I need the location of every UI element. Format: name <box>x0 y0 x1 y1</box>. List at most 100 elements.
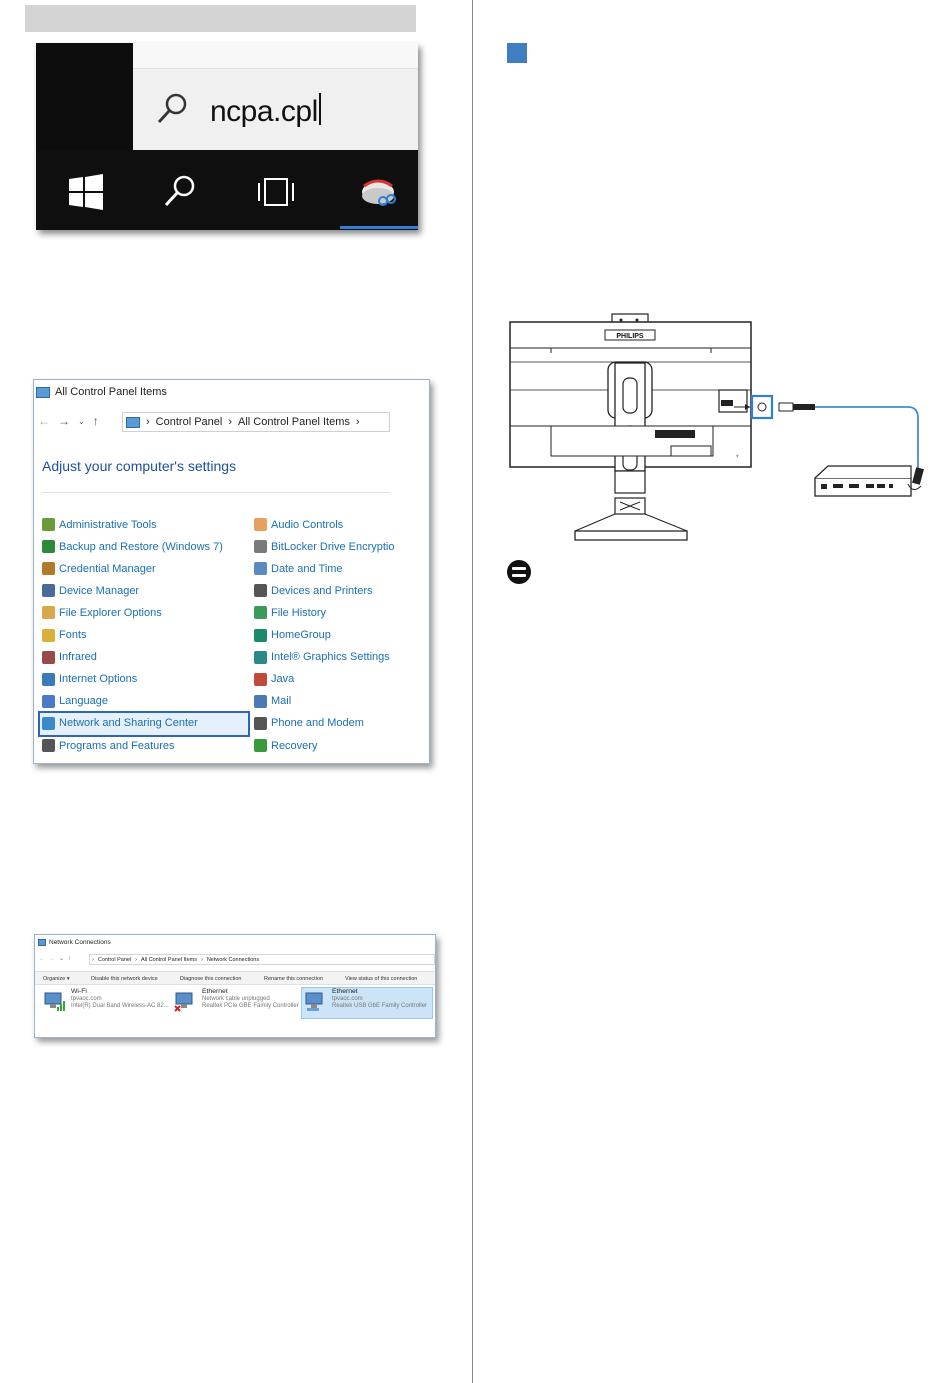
connection-ethernet-unplugged[interactable]: Ethernet Network cable unplugged Realtek… <box>174 988 302 1018</box>
connection-adapter: Realtek PCIe GBE Family Controller <box>202 1003 299 1009</box>
connection-name: Wi-Fi <box>71 988 87 995</box>
control-panel-item-label: HomeGroup <box>271 629 331 641</box>
search-icon[interactable] <box>160 172 200 212</box>
control-panel-item[interactable]: File History <box>254 606 326 620</box>
control-panel-item-icon <box>254 540 267 554</box>
up-arrow-icon[interactable]: ↑ <box>68 955 72 962</box>
breadcrumb-item[interactable]: Network Connections <box>206 956 260 963</box>
control-panel-icon <box>126 416 140 428</box>
monitor-connection-diagram: PHILIPS ♆ <box>509 313 924 541</box>
window-title: All Control Panel Items <box>36 386 167 398</box>
control-panel-item-label: Backup and Restore (Windows 7) <box>59 540 223 553</box>
control-panel-item-label: Device Manager <box>59 584 140 597</box>
control-panel-item[interactable]: Credential Manager <box>42 562 156 576</box>
control-panel-item[interactable]: Network and Sharing Center <box>42 716 198 730</box>
network-folder-icon <box>38 939 46 946</box>
connection-wifi[interactable]: Wi-Fi tpvaoc.com Intel(R) Dual Band Wire… <box>43 988 173 1018</box>
connection-network: Network cable unplugged <box>202 995 270 1002</box>
control-panel-item[interactable]: HomeGroup <box>254 628 331 642</box>
address-bar[interactable]: › Control Panel › All Control Panel Item… <box>89 954 435 965</box>
control-panel-item[interactable]: BitLocker Drive Encryptio <box>254 540 395 554</box>
control-panel-item[interactable]: Fonts <box>42 628 87 642</box>
network-adapter-icon <box>44 992 65 1011</box>
breadcrumb-item[interactable]: Control Panel <box>155 416 223 428</box>
control-panel-item-label: Programs and Features <box>59 739 175 752</box>
control-panel-item-icon <box>42 518 55 531</box>
control-panel-item[interactable]: Backup and Restore (Windows 7) <box>42 540 223 554</box>
usbc-port-highlight <box>750 394 774 420</box>
forward-arrow-icon[interactable]: → <box>58 414 70 428</box>
selected-connection-highlight <box>301 987 433 1019</box>
control-panel-item[interactable]: Date and Time <box>254 562 343 576</box>
control-panel-item[interactable]: Administrative Tools <box>42 518 157 531</box>
control-panel-item[interactable]: Phone and Modem <box>254 716 364 730</box>
control-panel-item-label: Date and Time <box>271 562 343 575</box>
control-panel-item[interactable]: Devices and Printers <box>254 584 373 598</box>
connection-adapter: Realtek USB GbE Family Controller <box>332 1003 428 1009</box>
control-panel-item-label: Mail <box>271 695 292 708</box>
control-panel-item[interactable]: Device Manager <box>42 584 140 598</box>
column-divider <box>472 0 473 1383</box>
control-panel-item-label: Devices and Printers <box>271 584 373 597</box>
forward-arrow-icon[interactable]: → <box>49 955 55 962</box>
control-panel-item[interactable]: Infrared <box>42 650 97 664</box>
back-arrow-icon[interactable]: ← <box>39 955 45 962</box>
text-caret <box>318 93 321 125</box>
control-panel-item[interactable]: Recovery <box>254 739 317 752</box>
control-panel-item[interactable]: File Explorer Options <box>42 606 162 620</box>
connection-network: tpvaoc.com <box>71 995 102 1002</box>
connection-ethernet-usb[interactable]: Ethernet tpvaoc.com Realtek USB GbE Fami… <box>304 988 434 1018</box>
control-panel-item-icon <box>42 672 55 686</box>
organize-button[interactable]: Organize ▾ <box>43 976 70 982</box>
control-panel-item[interactable]: Java <box>254 672 294 686</box>
control-panel-item[interactable]: Audio Controls <box>254 518 343 531</box>
control-panel-item-icon <box>42 650 55 664</box>
control-panel-item-icon <box>42 540 55 554</box>
control-panel-item-label: Credential Manager <box>59 562 156 575</box>
control-panel-icon <box>36 386 50 398</box>
connection-adapter: Intel(R) Dual Band Wireless-AC 82... <box>71 1003 169 1009</box>
address-bar[interactable]: › Control Panel › All Control Panel Item… <box>122 412 390 432</box>
control-panel-item[interactable]: Intel® Graphics Settings <box>254 650 390 664</box>
divider <box>42 492 390 493</box>
taskbar <box>36 150 418 230</box>
window-title: Network Connections <box>38 939 111 946</box>
search-input[interactable]: ncpa.cpl <box>210 93 321 129</box>
rename-button[interactable]: Rename this connection <box>264 976 324 982</box>
control-panel-item[interactable]: Internet Options <box>42 672 137 686</box>
windows-start-icon[interactable] <box>66 172 106 212</box>
control-panel-item-label: Language <box>59 695 108 708</box>
active-app-indicator <box>340 226 418 229</box>
control-panel-item-label: Fonts <box>59 629 87 641</box>
search-box[interactable]: ncpa.cpl <box>133 43 418 150</box>
back-arrow-icon[interactable]: ← <box>38 414 50 428</box>
task-view-icon[interactable] <box>256 172 296 212</box>
disable-device-button[interactable]: Disable this network device <box>91 976 158 982</box>
chevron-down-icon[interactable]: ⌄ <box>78 416 85 426</box>
control-panel-item-label: Network and Sharing Center <box>59 717 198 730</box>
control-panel-item-icon <box>254 518 267 531</box>
connection-cable <box>815 406 919 468</box>
control-panel-item[interactable]: Mail <box>254 694 292 708</box>
connection-network: tpvaoc.com <box>332 995 363 1002</box>
control-panel-item-label: Phone and Modem <box>271 717 364 730</box>
control-panel-item[interactable]: Programs and Features <box>42 739 175 752</box>
search-icon <box>157 93 187 123</box>
stand-base <box>574 530 688 541</box>
section-header-bar <box>25 5 416 32</box>
breadcrumb-item[interactable]: All Control Panel Items <box>141 956 197 963</box>
breadcrumb-item[interactable]: All Control Panel Items <box>238 416 350 428</box>
brand-label: PHILIPS <box>616 333 644 340</box>
taskbar-search-screenshot: ncpa.cpl <box>36 43 418 230</box>
breadcrumb-item[interactable]: Control Panel <box>97 956 132 963</box>
view-status-button[interactable]: View status of this connection <box>345 976 418 982</box>
control-panel-item[interactable]: Language <box>42 694 108 708</box>
control-panel-item-label: BitLocker Drive Encryptio <box>271 540 395 553</box>
highlight-box <box>38 711 250 737</box>
up-arrow-icon[interactable]: ↑ <box>92 414 99 428</box>
chevron-down-icon[interactable]: ⌄ <box>59 956 65 962</box>
snipping-tool-icon[interactable] <box>358 172 398 212</box>
diagnose-button[interactable]: Diagnose this connection <box>180 976 242 982</box>
network-adapter-icon <box>174 992 193 1012</box>
control-panel-item-icon <box>42 716 55 730</box>
